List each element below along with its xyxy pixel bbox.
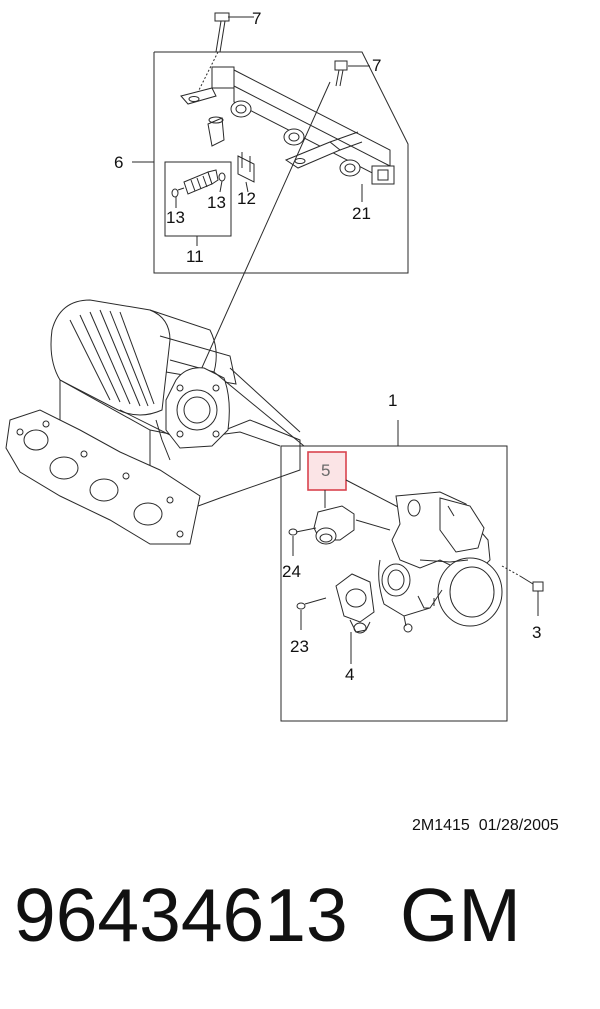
callout-12: 12 (237, 189, 256, 208)
screw-24 (288, 527, 317, 556)
throttle-position-sensor (335, 573, 375, 634)
throttle-group-box (280, 420, 508, 722)
callout-7-top: 7 (252, 9, 261, 28)
throttle-body (378, 491, 503, 633)
drawing-reference: 2M1415 01/28/2005 (412, 817, 559, 834)
idle-air-control-valve (313, 505, 355, 545)
injector (171, 169, 226, 208)
bolt-7-right (334, 60, 370, 87)
fuel-rail (180, 66, 395, 185)
part-5-highlight (307, 451, 347, 491)
clip-12 (237, 152, 255, 193)
screw-23 (296, 597, 327, 630)
fuel-rail-group-box (153, 51, 409, 274)
callout-13-right: 13 (207, 193, 226, 212)
callout-23: 23 (290, 637, 309, 656)
manufacturer-label: GM (400, 873, 521, 957)
callout-13-left: 13 (166, 208, 185, 227)
bolt-3 (501, 565, 544, 616)
callout-4: 4 (345, 665, 354, 684)
callout-21: 21 (352, 204, 371, 223)
callout-7-right: 7 (372, 56, 381, 75)
intake-manifold (5, 299, 301, 545)
callout-5: 5 (321, 461, 330, 480)
bolt-7-upper (195, 12, 254, 97)
callout-6: 6 (114, 153, 123, 172)
callout-24: 24 (282, 562, 301, 581)
callout-3: 3 (532, 623, 541, 642)
callout-1: 1 (388, 391, 397, 410)
part-number: 96434613 (14, 873, 348, 957)
callout-11: 11 (186, 247, 204, 266)
injector-group-box (164, 161, 232, 246)
